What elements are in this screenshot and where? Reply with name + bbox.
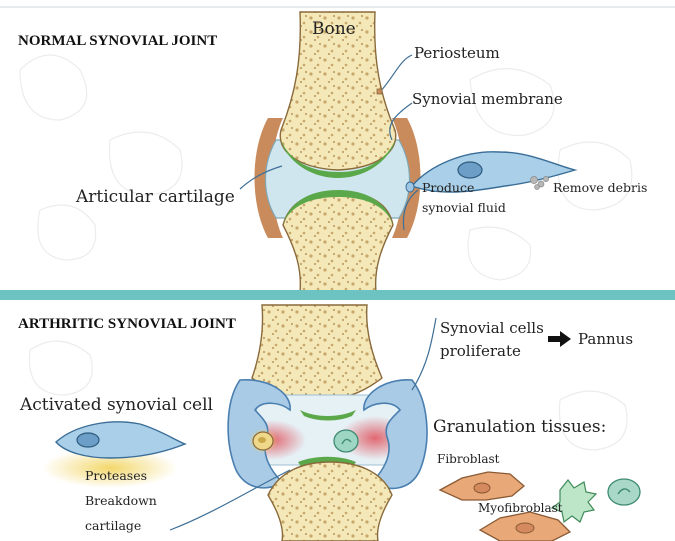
label-pannus: Pannus: [578, 330, 633, 348]
label-produce: Produce: [422, 180, 474, 195]
label-articular-cartilage: Articular cartilage: [75, 187, 235, 207]
label-synovial-membrane: Synovial membrane: [412, 90, 563, 108]
arrow-to-pannus-icon: [548, 331, 571, 347]
arthritic-joint-illustration: [228, 305, 427, 541]
arthritic-title: ARTHRITIC SYNOVIAL JOINT: [18, 316, 236, 332]
label-myofibroblast: Myofibroblast: [478, 501, 563, 515]
granulation-other-cells: [552, 479, 640, 522]
label-cartilage: cartilage: [85, 518, 141, 533]
label-synovial-fluid: synovial fluid: [422, 200, 506, 215]
section-divider: [0, 290, 675, 300]
normal-joint-illustration: [255, 12, 421, 292]
label-periosteum: Periosteum: [414, 44, 500, 62]
label-synovial-cells: Synovial cells: [440, 319, 544, 337]
arthritic-lower-bone: [268, 462, 392, 541]
label-remove-debris: Remove debris: [553, 180, 647, 195]
label-proliferate: proliferate: [440, 342, 521, 360]
label-proteases: Proteases: [85, 468, 147, 483]
label-fibroblast: Fibroblast: [437, 452, 500, 466]
lower-bone: [283, 192, 393, 292]
normal-title: NORMAL SYNOVIAL JOINT: [18, 33, 217, 49]
label-granulation: Granulation tissues:: [433, 417, 606, 437]
label-bone: Bone: [312, 19, 356, 39]
label-activated-cell: Activated synovial cell: [19, 395, 213, 415]
label-breakdown: Breakdown: [85, 493, 157, 508]
